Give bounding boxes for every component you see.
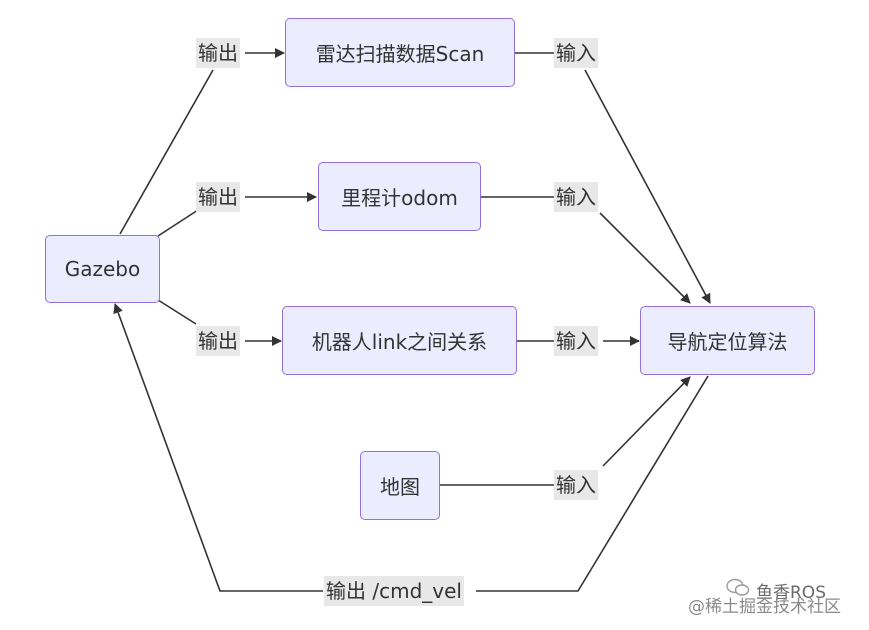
- edge-label-in-tf: 输入: [554, 326, 598, 356]
- edge-nav-to-gazebo: [476, 375, 709, 592]
- edge-label-in-odom: 输入: [554, 182, 598, 212]
- node-odom: 里程计odom: [318, 162, 481, 231]
- edge-label-out-scan: 输出: [196, 38, 240, 68]
- node-nav: 导航定位算法: [640, 306, 815, 375]
- edge-gazebo-to-odom: [157, 209, 199, 237]
- edge-label-in-map: 输入: [554, 470, 598, 500]
- edge-odom-to-nav-arrow: [599, 212, 691, 304]
- edge-label-in-scan: 输入: [554, 38, 598, 68]
- edge-nav-to-gazebo-arrow: [113, 303, 323, 592]
- edge-gazebo-to-scan: [119, 69, 214, 235]
- edge-map-to-nav-arrow: [602, 376, 691, 467]
- node-scan: 雷达扫描数据Scan: [285, 18, 515, 87]
- node-gazebo: Gazebo: [45, 235, 160, 303]
- edge-label-out-cmd-vel: 输出 /cmd_vel: [324, 576, 464, 606]
- node-tf: 机器人link之间关系: [282, 306, 517, 375]
- watermark-brand: 鱼香ROS: [756, 583, 826, 603]
- wechat-icon: [726, 578, 750, 596]
- edge-gazebo-to-tf: [157, 299, 197, 325]
- edge-scan-to-nav-arrow: [584, 69, 711, 304]
- node-map: 地图: [360, 451, 440, 520]
- watermark-site: @稀土掘金技术社区: [688, 597, 841, 617]
- edge-label-out-odom: 输出: [196, 182, 240, 212]
- edge-label-out-tf: 输出: [196, 326, 240, 356]
